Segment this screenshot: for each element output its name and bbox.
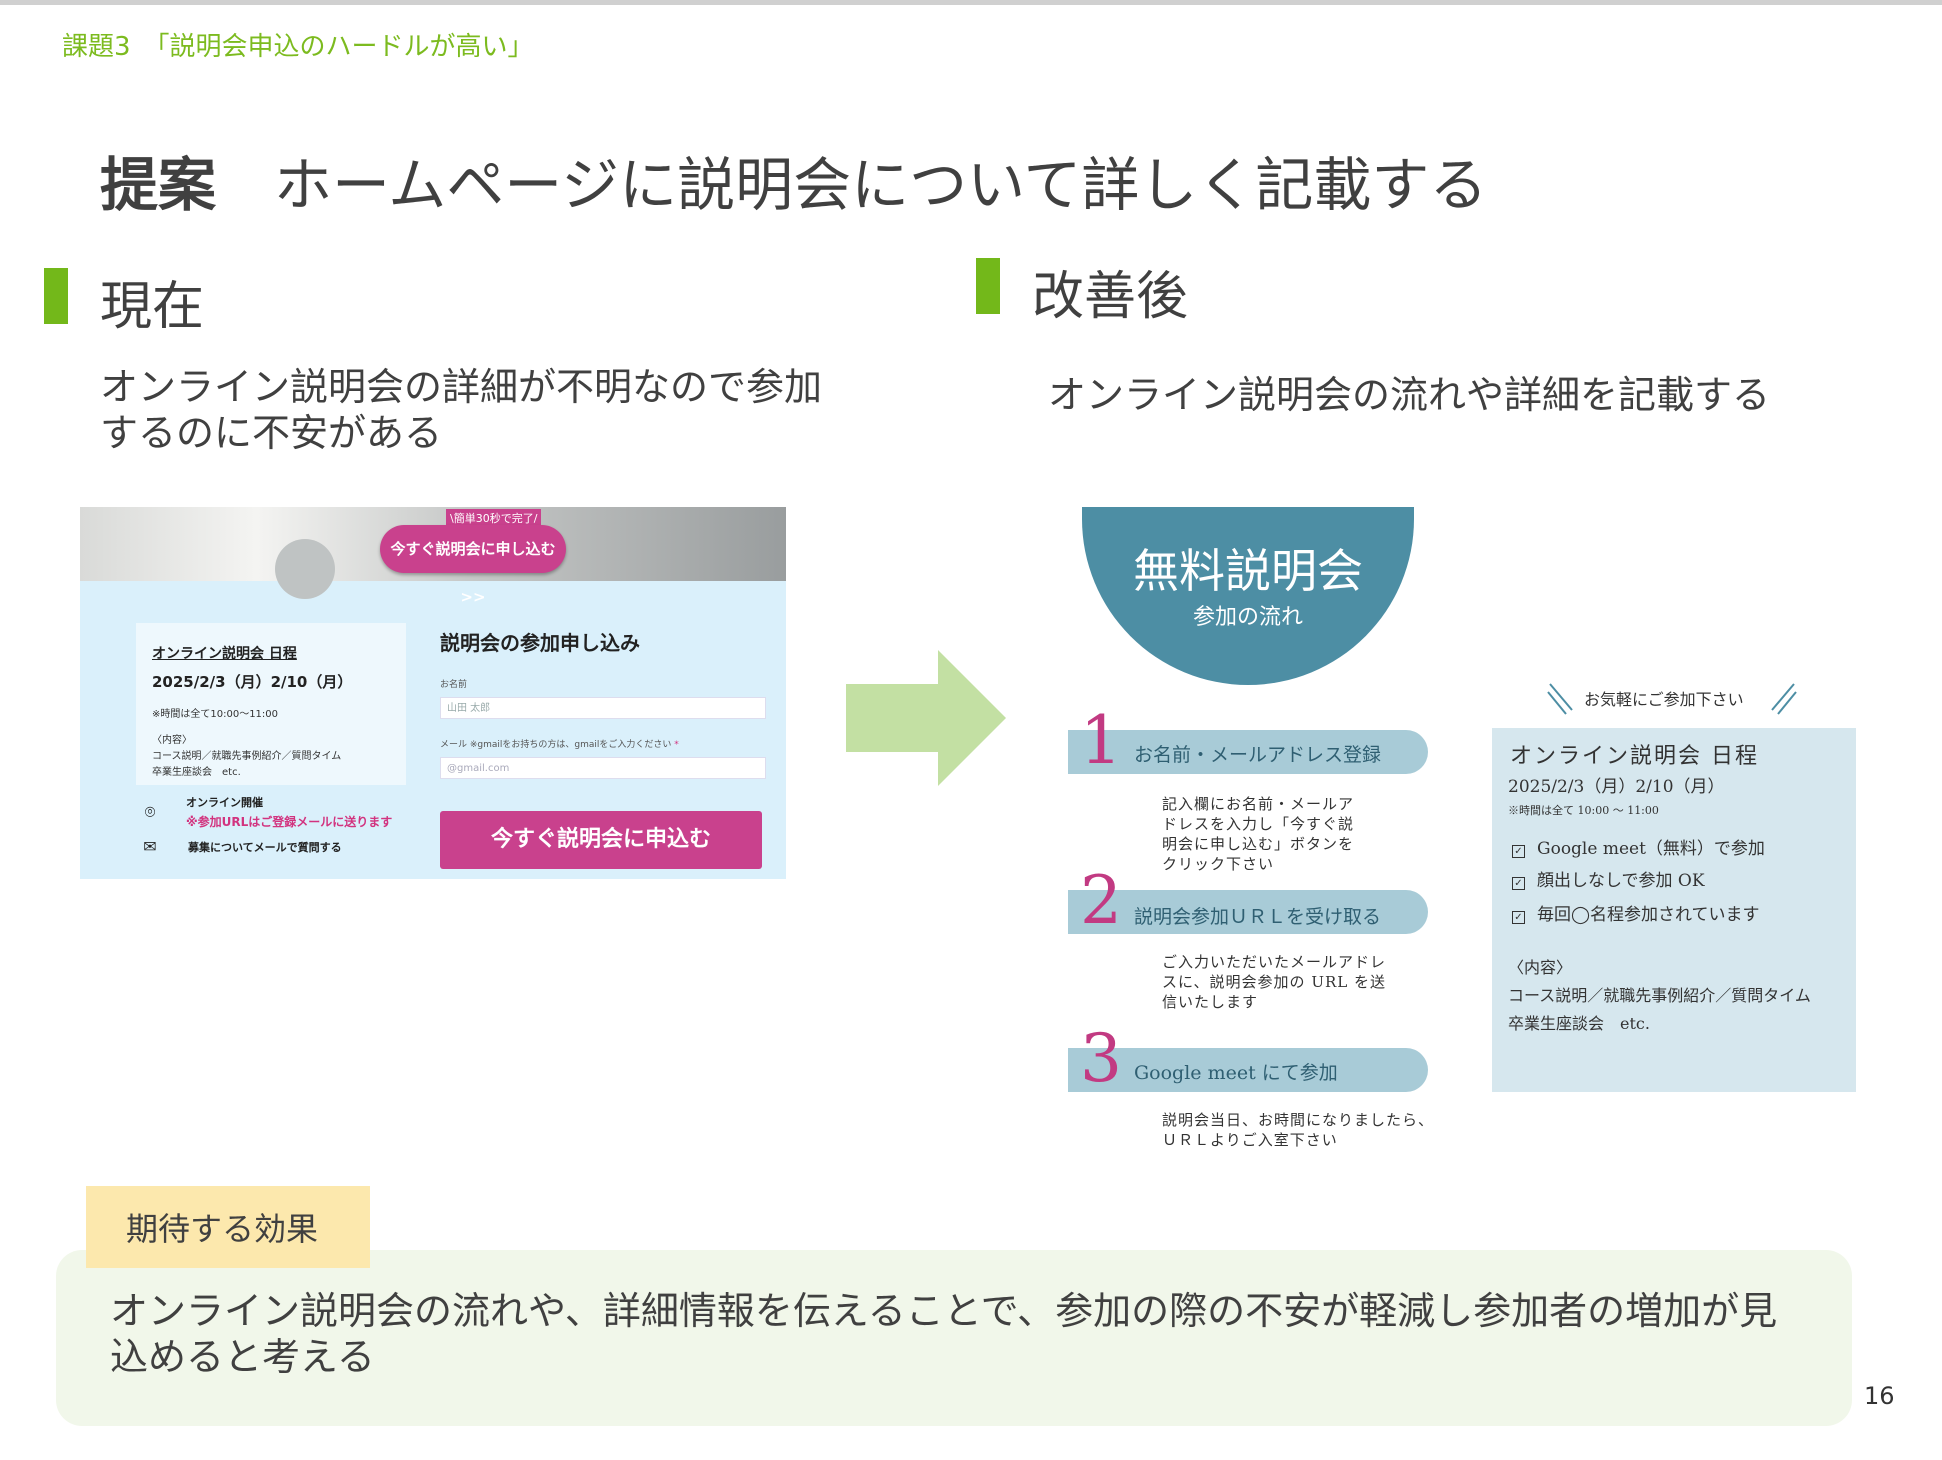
mail-label: メール ※gmailをお持ちの方は、gmailをご入力ください * [440,737,679,750]
card-content: 〈内容〉 コース説明／就職先事例紹介／質問タイム 卒業生座談会 etc. [1508,958,1811,1033]
schedule-dates: 2025/2/3（月）2/10（月） [152,673,353,691]
required-mark: * [674,740,679,750]
url-note: ※参加URLはご登録メールに送ります [186,815,393,829]
feel-free-text: お気軽にご参加下さい [1584,690,1744,709]
section-marker-current [44,268,68,324]
flow-heading-dome: 無料説明会 参加の流れ [1082,507,1414,685]
section-label-current: 現在 [100,277,205,337]
check-item: ✓ 毎回◯名程参加されています [1512,900,1760,925]
apply-button[interactable]: 今すぐ説明会に申込む [440,811,762,869]
mail-label-text: メール ※gmailをお持ちの方は、gmailをご入力ください [440,740,672,750]
step-label-1: お名前・メールアドレス登録 [1134,744,1382,766]
check-item: ✓ 顔出しなしで参加 OK [1512,866,1705,891]
card-title: オンライン説明会 日程 [1510,744,1759,769]
section-marker-improved [976,258,1000,314]
mail-icon: ✉ [143,837,157,856]
check-item: ✓ Google meet（無料）で参加 [1512,834,1765,859]
card-time-note: ※時間は全て 10:00 〜 11:00 [1508,804,1659,817]
step-label-3: Google meet にて参加 [1134,1062,1338,1084]
check-text: 毎回◯名程参加されています [1537,905,1760,925]
mail-input[interactable]: @gmail.com [440,757,766,779]
effect-box: オンライン説明会の流れや、詳細情報を伝えることで、参加の際の不安が軽減し参加者の… [56,1250,1852,1426]
form-title: 説明会の参加申し込み [440,631,640,655]
step-desc-3: 説明会当日、お時間になりましたら、 ＵＲＬよりご入室下さい [1162,1111,1435,1149]
task-heading: 課題3 「説明会申込のハードルが高い」 [62,32,534,62]
name-label: お名前 [440,680,468,690]
page-title: 提案 ホームページに説明会について詳しく記載する [100,138,1487,222]
apply-now-top-button[interactable]: 今すぐ説明会に申し込む>> [380,525,566,606]
schedule-title: オンライン説明会 日程 [152,646,297,662]
step-number-2: 2 [1080,862,1122,939]
schedule-card: オンライン説明会 日程 2025/2/3（月）2/10（月） ※時間は全て 10… [1492,728,1856,1092]
page-number: 16 [1864,1382,1895,1410]
step-label-2: 説明会参加ＵＲＬを受け取る [1134,906,1382,928]
cup-image [275,539,335,599]
right-arrow-icon [846,650,1006,786]
step-number-3: 3 [1080,1020,1122,1097]
quick-badge: \簡単30秒で完了/ [446,509,542,527]
title-prefix: 提案 [100,151,217,219]
schedule-time: ※時間は全て10:00〜11:00 [152,709,279,720]
step-bar-1 [1068,730,1428,774]
step-bar-2 [1068,890,1428,934]
current-description: オンライン説明会の詳細が不明なので参加するのに不安がある [100,365,823,455]
checkbox-icon: ✓ [1512,911,1525,924]
check-text: 顔出しなしで参加 OK [1537,871,1705,891]
card-dates: 2025/2/3（月）2/10（月） [1508,777,1725,797]
online-label: オンライン開催 [186,796,263,809]
step-number-1: 1 [1080,702,1122,779]
step-desc-2: ご入力いただいたメールアドレ スに、説明会参加の URL を送 信いたします [1162,953,1387,1011]
location-pin-icon: ⌾ [144,802,156,823]
effect-text: オンライン説明会の流れや、詳細情報を伝えることで、参加の際の不安が軽減し参加者の… [110,1289,1778,1379]
dome-title: 無料説明会 [1133,544,1363,598]
improved-description: オンライン説明会の流れや詳細を記載する [1048,373,1771,417]
step-desc-1: 記入欄にお名前・メールア ドレスを入力し「今すぐ説 明会に申し込む」ボタンを ク… [1162,795,1355,873]
effect-tag-label: 期待する効果 [126,1210,319,1248]
check-text: Google meet（無料）で参加 [1537,839,1765,859]
mail-question-link[interactable]: 募集についてメールで質問する [188,841,342,854]
title-text: ホームページに説明会について詳しく記載する [216,151,1488,219]
name-input[interactable]: 山田 太郎 [440,697,766,719]
schedule-box: オンライン説明会 日程 2025/2/3（月）2/10（月） ※時間は全て10:… [136,623,406,785]
checkbox-icon: ✓ [1512,845,1525,858]
current-form-screenshot: \簡単30秒で完了/ 今すぐ説明会に申し込む>> オンライン説明会 日程 202… [80,507,786,879]
step-bar-3 [1068,1048,1428,1092]
section-label-improved: 改善後 [1032,267,1189,327]
checkbox-icon: ✓ [1512,877,1525,890]
top-border [0,0,1942,5]
left-deco-lines-icon [1547,683,1573,715]
schedule-content: 〈内容〉 コース説明／就職先事例紹介／質問タイム 卒業生座談会 etc. [152,735,342,778]
effect-tag: 期待する効果 [86,1186,370,1268]
right-deco-lines-icon [1771,683,1797,715]
dome-subtitle: 参加の流れ [1192,605,1303,630]
